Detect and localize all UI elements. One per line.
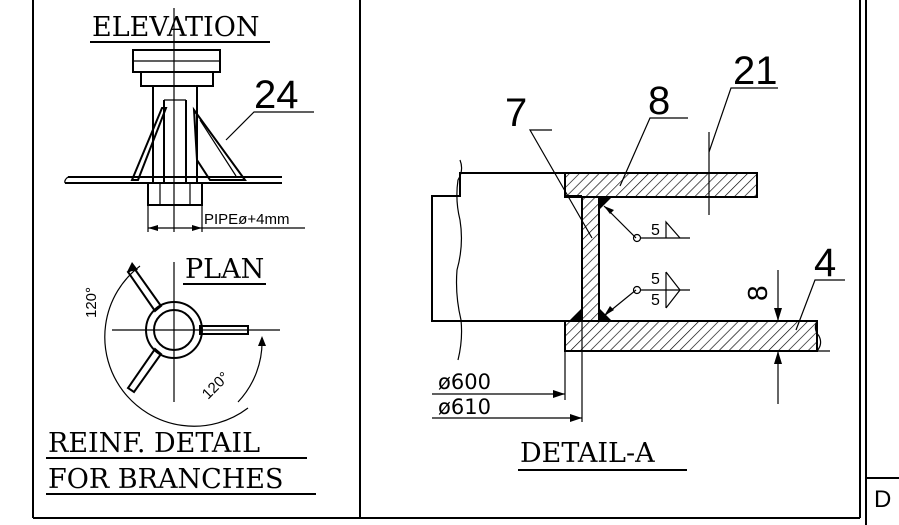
dia-610-label: ø610 <box>438 395 491 419</box>
angle-label-1: 120° <box>83 287 100 318</box>
detail-a-title: DETAIL-A <box>520 438 655 469</box>
detail-a-view: 5 5 5 7 8 21 4 8 ø600 <box>431 49 845 471</box>
plan-title: PLAN <box>185 254 264 285</box>
reinf-detail-caption: REINF. DETAIL FOR BRANCHES <box>46 428 316 495</box>
weld-size-2-top: 5 <box>651 271 660 288</box>
item-21-label: 21 <box>733 49 778 93</box>
thickness-label: 8 <box>742 285 773 301</box>
item-8-label: 8 <box>648 79 670 123</box>
weld-size-2-bottom: 5 <box>651 292 660 309</box>
elevation-view: ELEVATION PIPEø+4mm 24 <box>64 8 314 232</box>
elevation-title: ELEVATION <box>92 12 259 43</box>
angle-label-2: 120° <box>199 369 233 403</box>
item-24-label: 24 <box>254 73 299 117</box>
plan-view: PLAN 120° 120° <box>83 254 280 427</box>
caption-line-1: REINF. DETAIL <box>48 428 260 459</box>
pipe-dimension-label: PIPEø+4mm <box>204 211 289 228</box>
weld-size-1: 5 <box>651 222 660 239</box>
item-4-label: 4 <box>814 241 836 285</box>
sheet-letter: D <box>874 486 891 513</box>
sheet-frame <box>32 0 899 525</box>
item-7-label: 7 <box>505 91 527 135</box>
caption-line-2: FOR BRANCHES <box>48 464 284 495</box>
dia-600-label: ø600 <box>438 370 491 394</box>
